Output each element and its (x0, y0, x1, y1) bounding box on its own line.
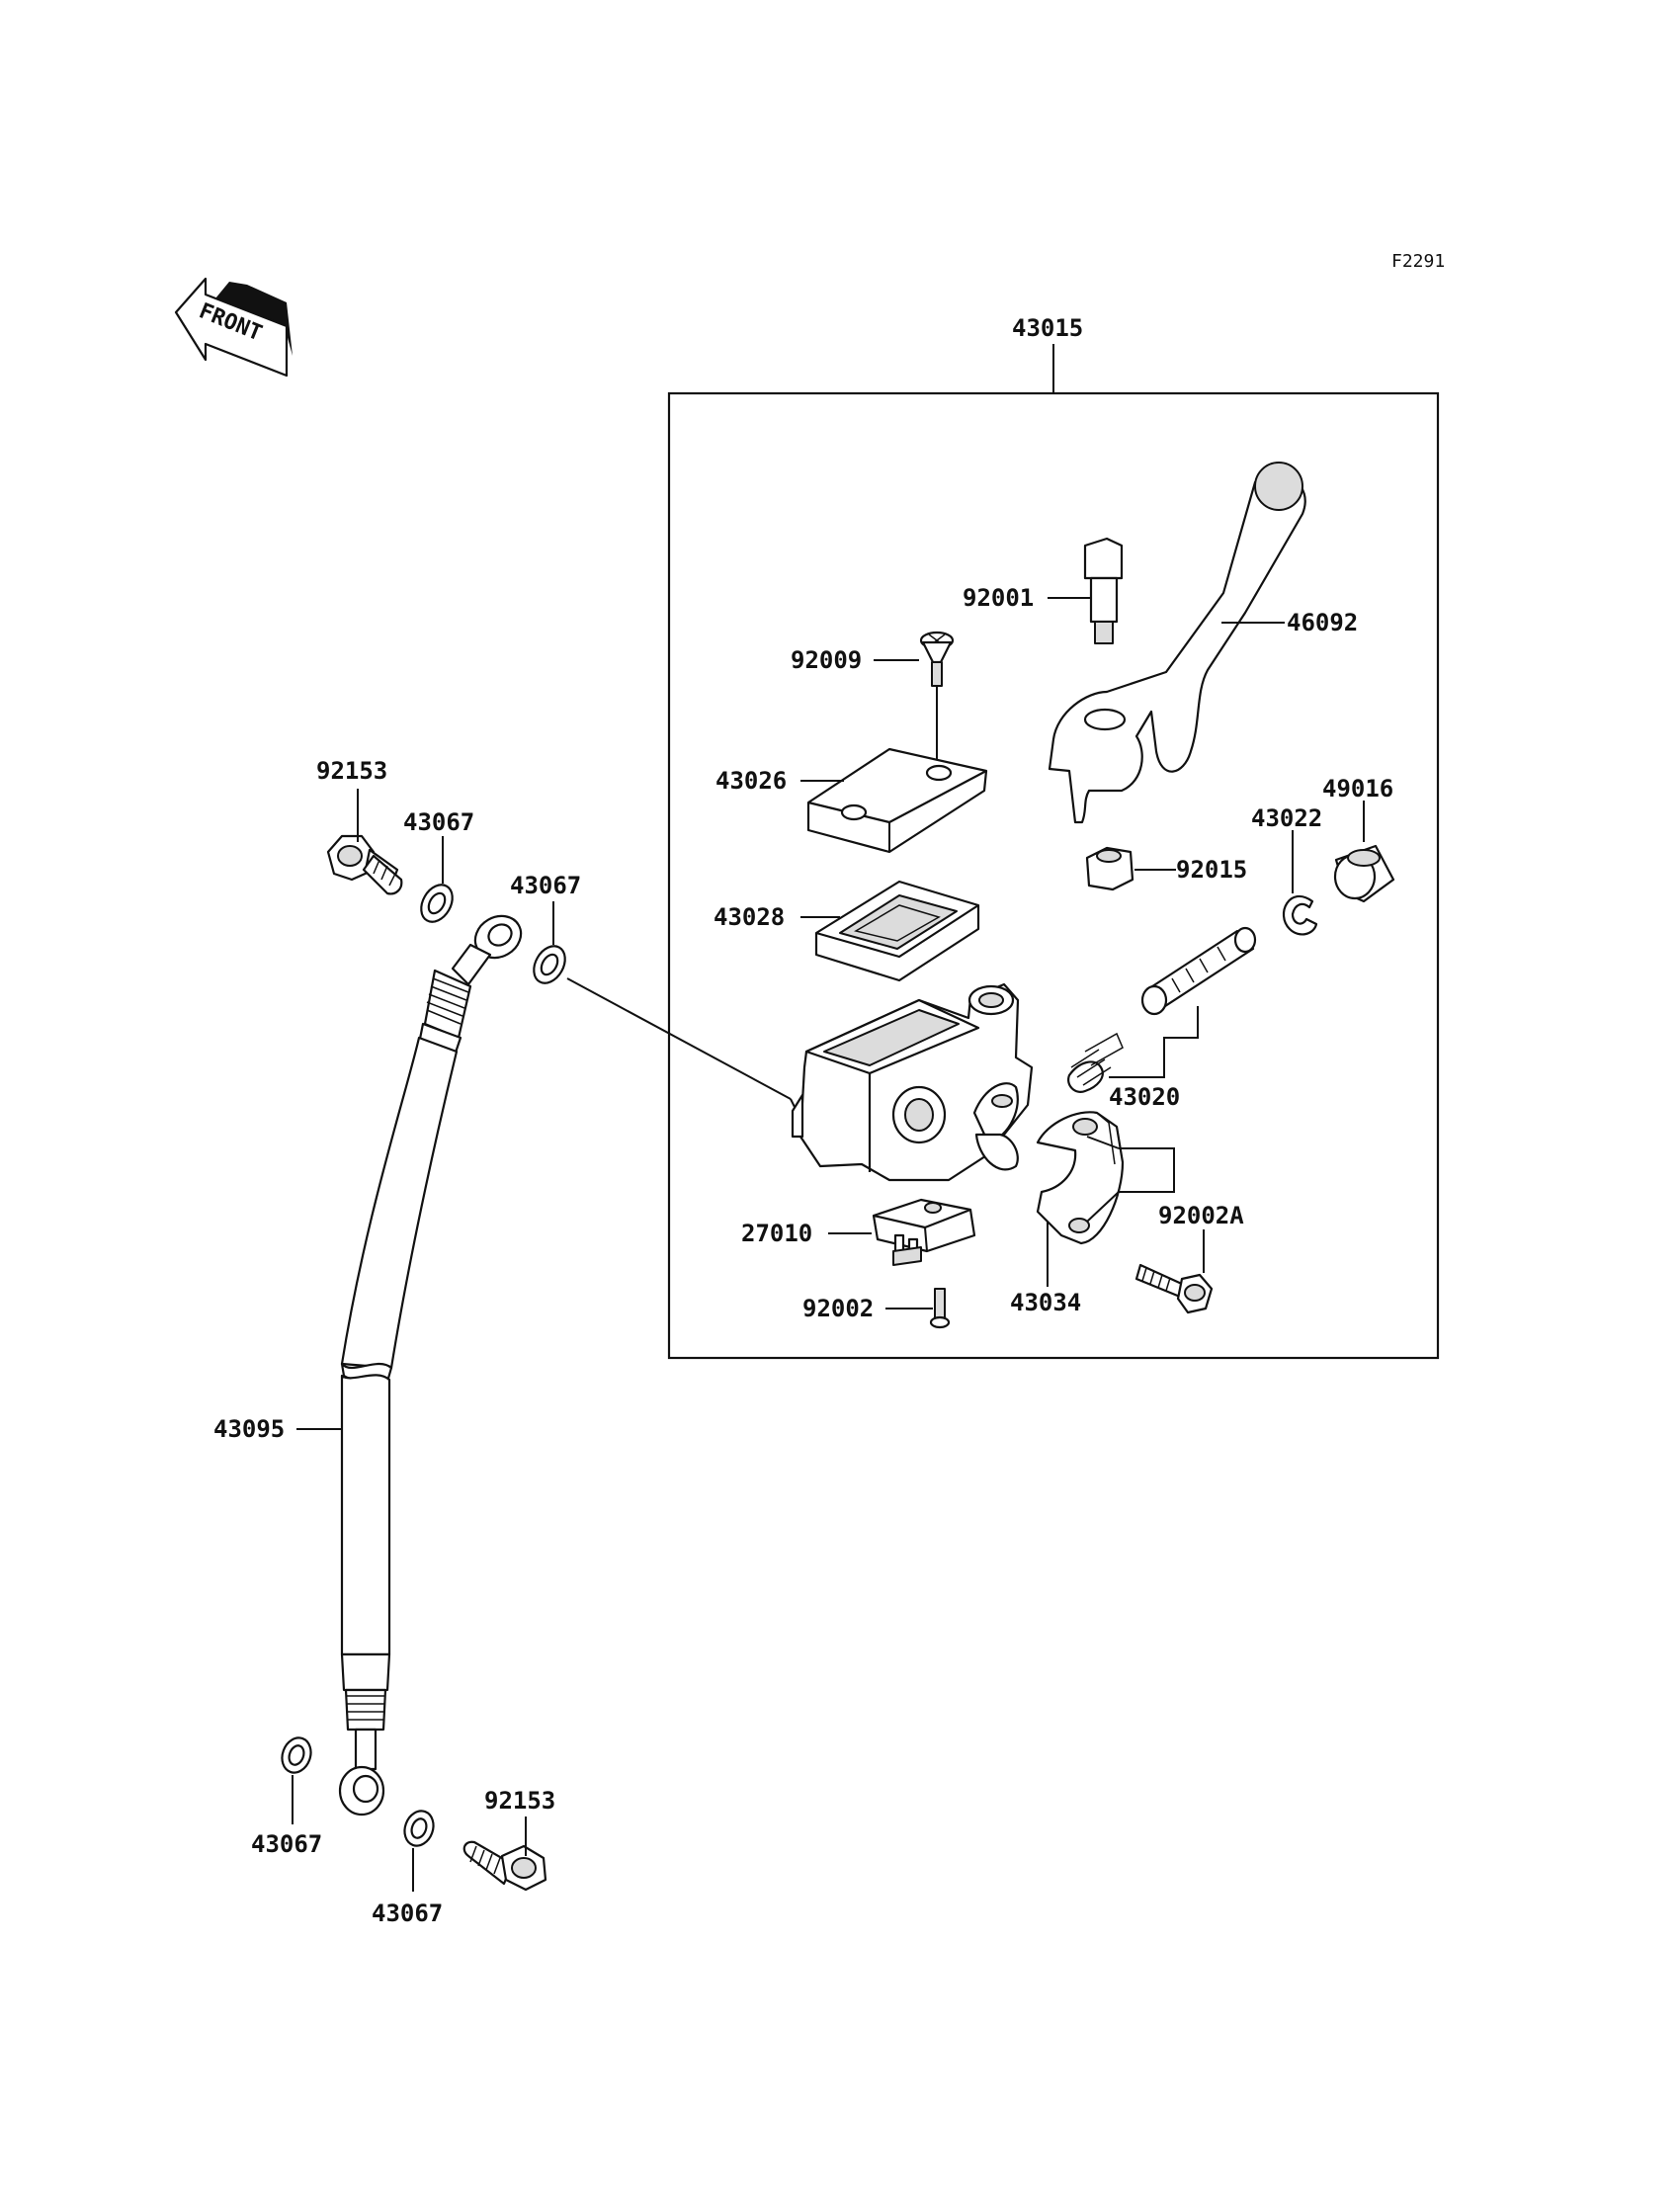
lever-nut (1085, 846, 1134, 891)
label-49016: 49016 (1322, 775, 1393, 803)
label-92153-top: 92153 (316, 757, 387, 785)
brake-hose (338, 914, 523, 1817)
label-27010: 27010 (741, 1220, 812, 1247)
label-43028: 43028 (714, 903, 785, 931)
holder-clamp (1036, 1111, 1125, 1245)
label-43067-top-right: 43067 (510, 872, 581, 899)
brake-switch (872, 1198, 976, 1266)
label-43067-top-left: 43067 (403, 808, 474, 836)
piston-assy (1067, 926, 1257, 1093)
circlip (1282, 894, 1318, 936)
label-92002: 92002 (802, 1295, 874, 1322)
label-92015: 92015 (1176, 856, 1247, 884)
label-46092: 46092 (1287, 609, 1358, 636)
reservoir-cap (806, 747, 988, 854)
cap-screw (919, 631, 955, 687)
label-43034: 43034 (1010, 1289, 1081, 1316)
switch-screw (929, 1288, 951, 1329)
label-92009: 92009 (791, 646, 862, 674)
washer-top-right (533, 945, 566, 984)
label-92002A: 92002A (1158, 1202, 1244, 1229)
boot (1333, 844, 1395, 903)
label-92153-bottom: 92153 (484, 1787, 555, 1815)
front-arrow-icon: FRONT (174, 277, 293, 378)
holder-bolt (1134, 1263, 1214, 1314)
master-cylinder-body (791, 982, 1034, 1182)
washer-bottom-right (403, 1810, 435, 1847)
label-43020: 43020 (1109, 1083, 1180, 1111)
label-43026: 43026 (715, 767, 787, 795)
label-43022: 43022 (1251, 804, 1322, 832)
washer-top-left (420, 884, 454, 923)
diaphragm (814, 880, 980, 982)
label-43067-bottom-right: 43067 (372, 1900, 443, 1927)
label-92001: 92001 (963, 584, 1034, 612)
brake-lever (1048, 462, 1306, 824)
figure-code: F2291 (1391, 251, 1445, 272)
assembly-label: 43015 (1012, 314, 1083, 342)
washer-bottom-left (281, 1736, 312, 1774)
label-43067-bottom-left: 43067 (251, 1830, 322, 1858)
lever-pivot-bolt (1083, 537, 1124, 644)
banjo-bolt-top (326, 834, 403, 895)
banjo-bolt-bottom (462, 1840, 547, 1892)
label-43095: 43095 (213, 1415, 285, 1443)
